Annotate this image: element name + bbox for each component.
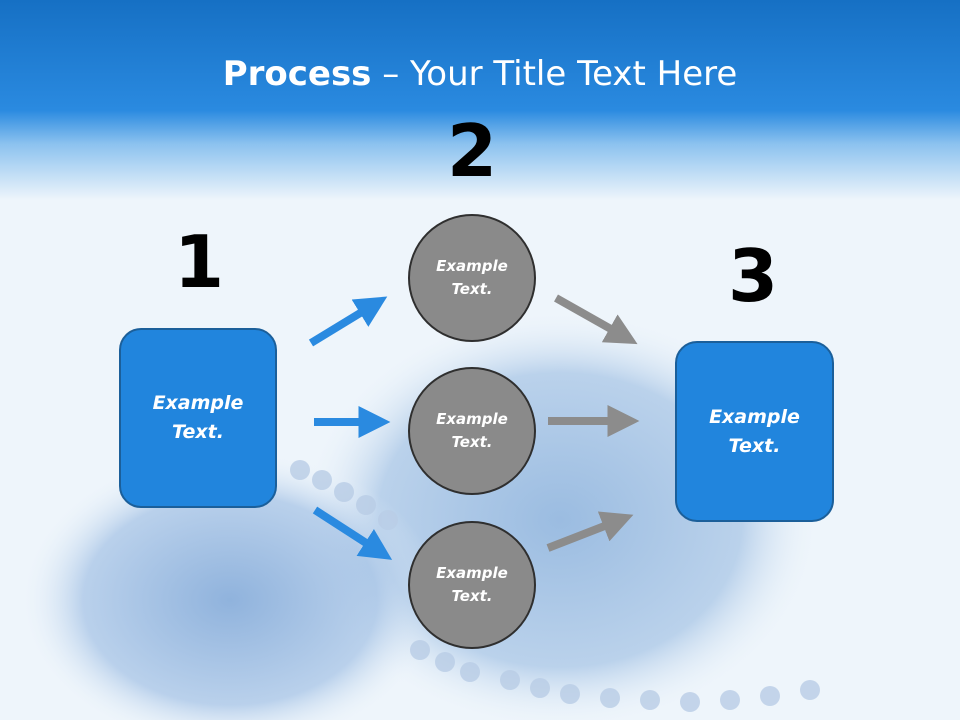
left-step-line2: Text.: [172, 421, 224, 443]
middle-circle-bottom[interactable]: Example Text.: [408, 521, 536, 649]
circle-center-line1: Example: [436, 410, 508, 428]
circle-top-line1: Example: [436, 257, 508, 275]
title-strong: Process: [222, 54, 372, 94]
middle-circle-top[interactable]: Example Text.: [408, 214, 536, 342]
left-step-text: Example Text.: [143, 389, 253, 447]
circle-bottom-line2: Text.: [451, 587, 493, 605]
step-number-1: 1: [173, 220, 225, 304]
right-step-text: Example Text.: [700, 403, 810, 461]
middle-circle-center[interactable]: Example Text.: [408, 367, 536, 495]
title-rest: – Your Title Text Here: [371, 54, 738, 94]
step-number-3: 3: [727, 234, 779, 318]
circle-bottom-text: Example Text.: [417, 562, 527, 608]
arrow-to-circle-top: [308, 296, 388, 347]
arrow-from-circle-top: [554, 294, 638, 345]
ornament-star-shape: [20, 450, 440, 720]
slide-title: Process – Your Title Text Here: [0, 52, 960, 96]
circle-top-text: Example Text.: [417, 255, 527, 301]
arrow-from-circle-bottom: [546, 511, 634, 552]
circle-center-text: Example Text.: [417, 408, 527, 454]
arrow-to-circle-bottom: [312, 506, 393, 560]
step-number-2: 2: [446, 109, 498, 193]
right-step-box[interactable]: Example Text.: [675, 341, 834, 522]
circle-center-line2: Text.: [451, 433, 493, 451]
circle-bottom-line1: Example: [436, 564, 508, 582]
right-step-line1: Example: [709, 405, 800, 428]
bead-string: [290, 460, 820, 712]
right-step-line2: Text.: [728, 434, 781, 457]
left-step-box[interactable]: Example Text.: [119, 328, 277, 508]
left-step-line1: Example: [152, 392, 244, 414]
circle-top-line2: Text.: [451, 280, 493, 298]
